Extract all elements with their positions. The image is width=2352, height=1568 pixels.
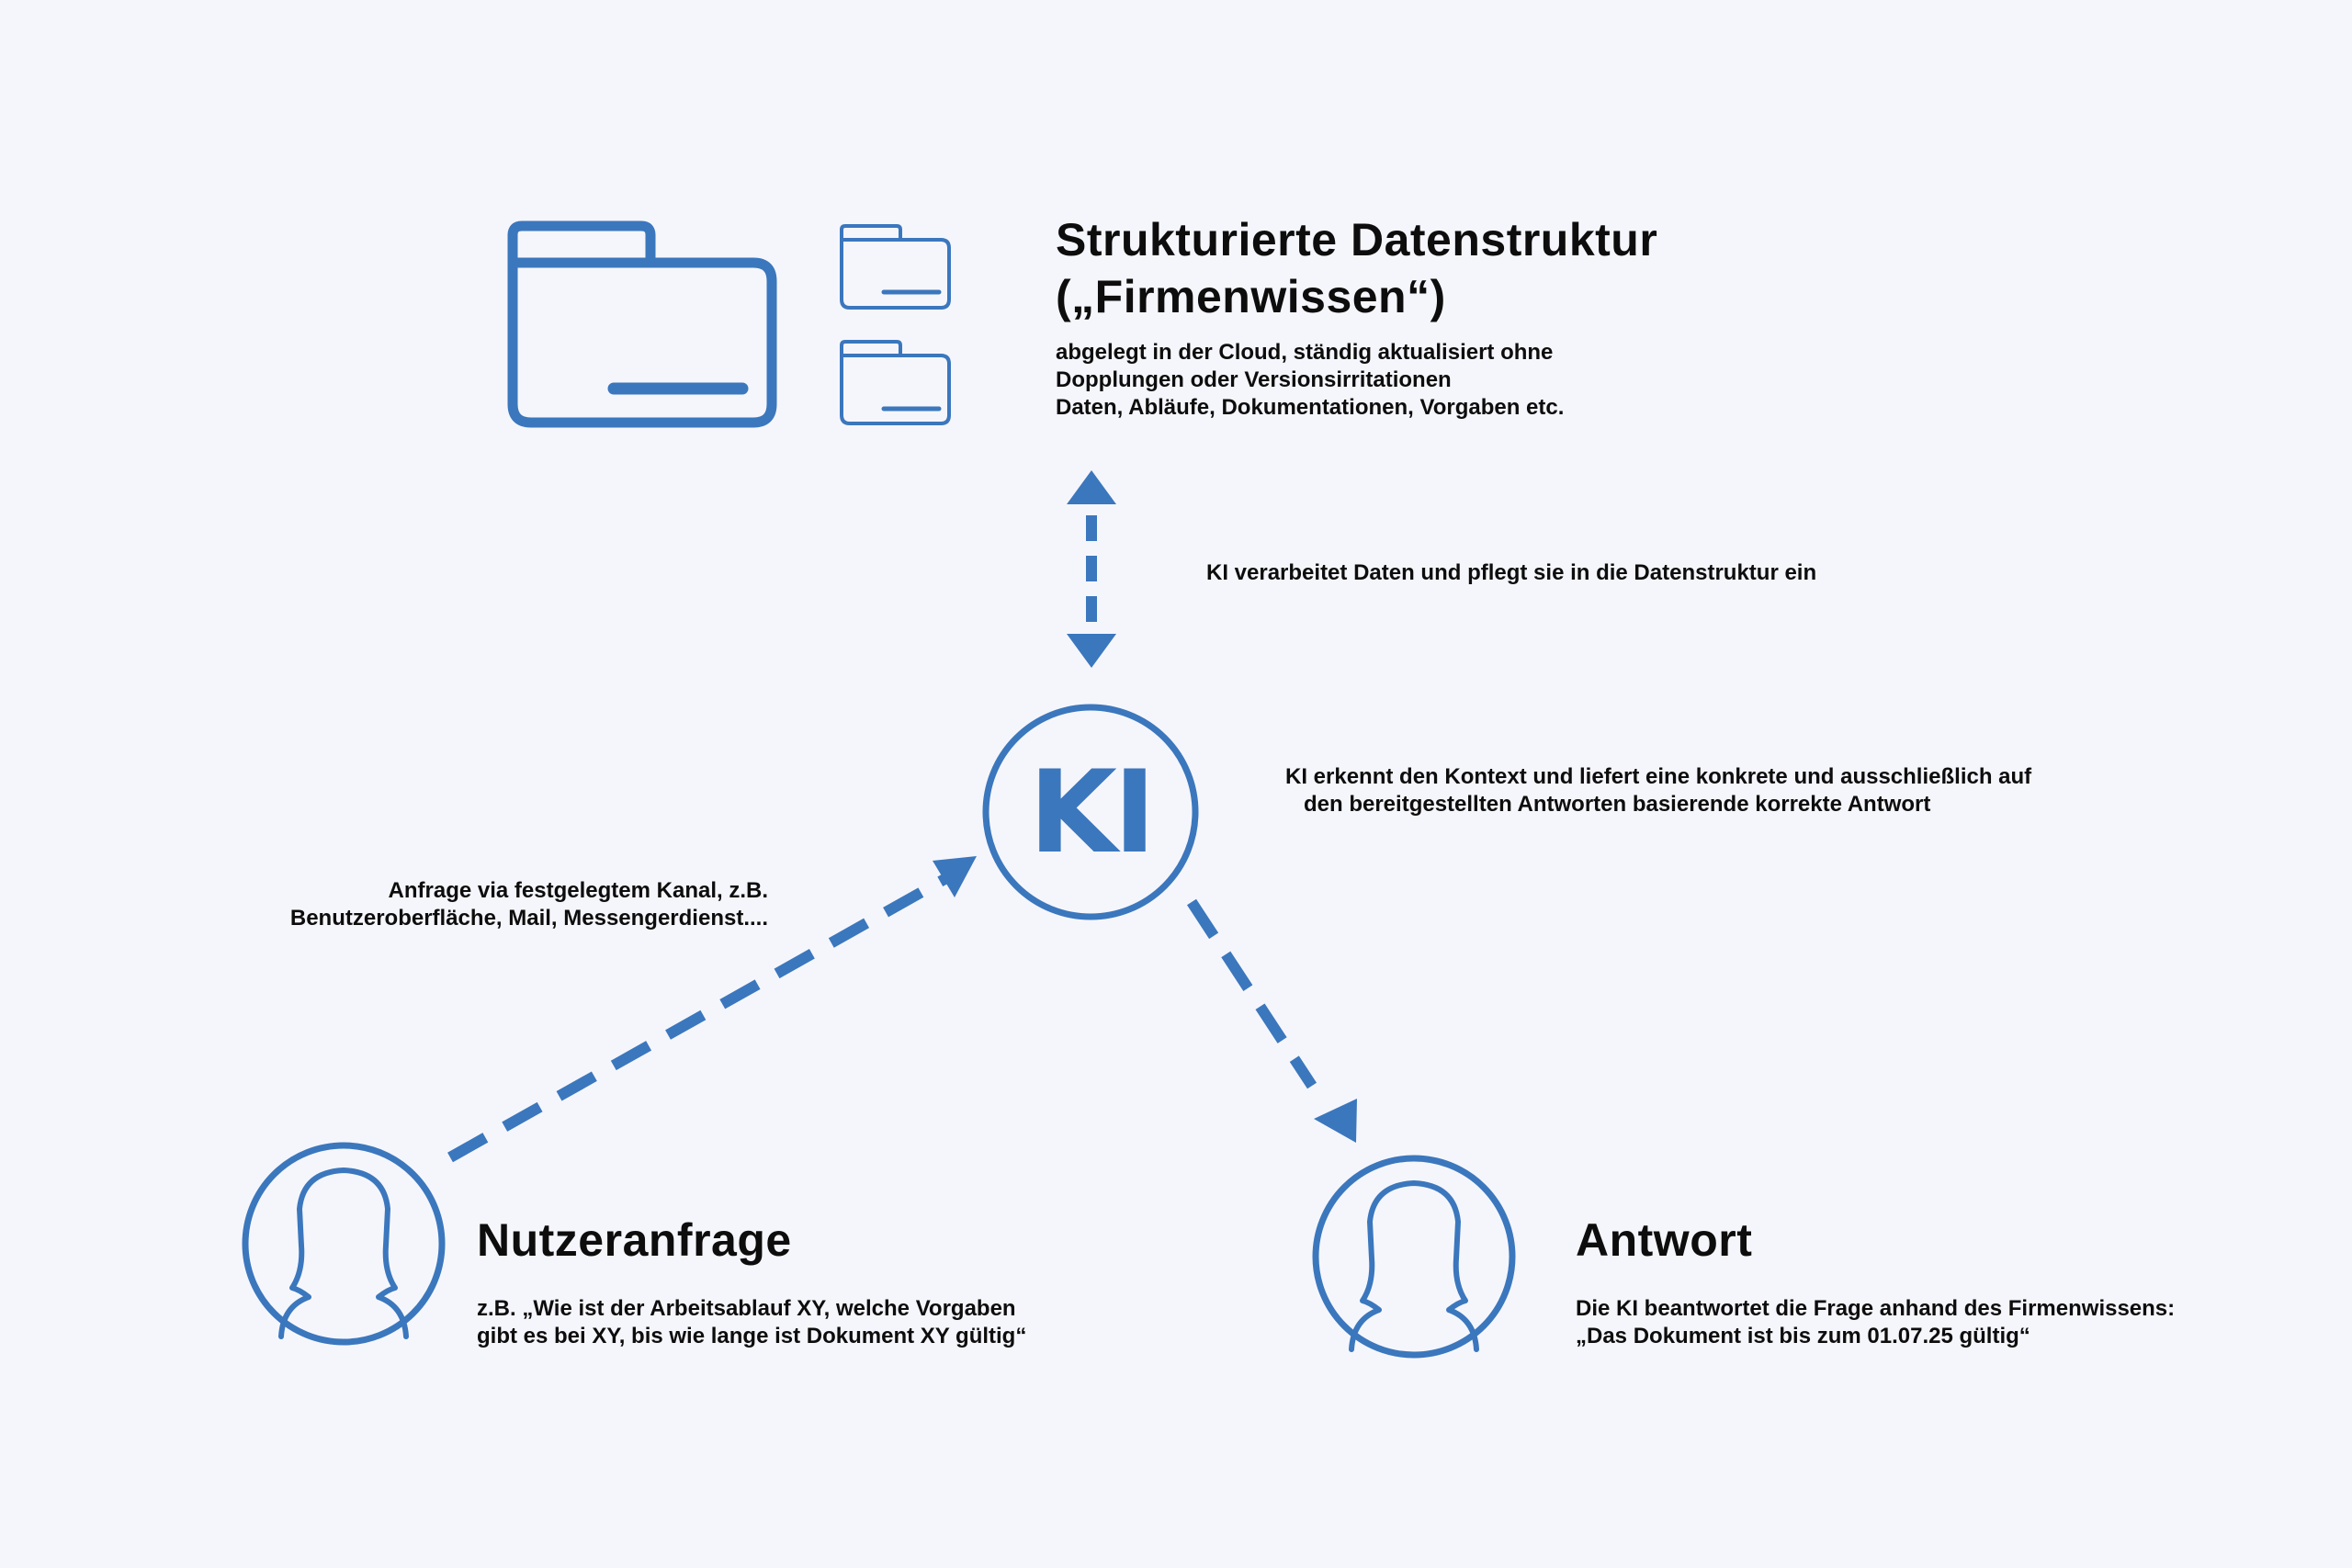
ki-data-connection-label: KI verarbeitet Daten und pflegt sie in d… xyxy=(1206,559,1816,587)
small-folder-icon-2 xyxy=(840,340,951,425)
ki-answer-arrow xyxy=(1186,898,1357,1143)
answer-description: Die KI beantwortet die Frage anhand des … xyxy=(1576,1295,2175,1350)
data-store-title-line-1: Strukturierte Datenstruktur xyxy=(1056,214,1658,265)
request-description-line-1: z.B. „Wie ist der Arbeitsablauf XY, welc… xyxy=(477,1296,1016,1321)
request-description: z.B. „Wie ist der Arbeitsablauf XY, welc… xyxy=(477,1295,1026,1350)
arrowhead-answer xyxy=(1314,1099,1357,1143)
ki-answer-connection-label-line-2: den bereitgestellten Antworten basierend… xyxy=(1304,792,1931,817)
request-ki-connection-label: Anfrage via festgelegtem Kanal, z.B. Ben… xyxy=(220,877,768,932)
ki-answer-connection-label-line-1: KI erkennt den Kontext und liefert eine … xyxy=(1285,764,2032,789)
answer-silhouette-icon xyxy=(1312,1155,1516,1359)
data-store-description-line-2: Dopplungen oder Versionsirritationen xyxy=(1056,367,1452,392)
small-folder-icon-1 xyxy=(840,224,951,310)
arrowhead-down xyxy=(1067,634,1116,668)
answer-title: Antwort xyxy=(1576,1214,1753,1266)
request-ki-arrow xyxy=(447,856,977,1163)
dashed-line-request xyxy=(447,873,949,1163)
large-folder-icon xyxy=(507,220,777,428)
data-store-title: Strukturierte Datenstruktur („Firmenwiss… xyxy=(1056,211,1657,325)
request-description-line-2: gibt es bei XY, bis wie lange ist Dokume… xyxy=(477,1324,1027,1348)
data-store-description-line-3: Daten, Abläufe, Dokumentationen, Vorgabe… xyxy=(1056,395,1565,420)
answer-description-line-1: Die KI beantwortet die Frage anhand des … xyxy=(1576,1296,2176,1321)
request-title: Nutzeranfrage xyxy=(477,1214,792,1266)
ki-node-circle xyxy=(982,704,1199,920)
user-silhouette-icon xyxy=(242,1142,446,1346)
arrowhead-request xyxy=(933,856,977,897)
data-store-description: abgelegt in der Cloud, ständig aktualisi… xyxy=(1056,339,1564,422)
data-ki-arrow xyxy=(1067,470,1116,668)
request-ki-connection-label-line-1: Anfrage via festgelegtem Kanal, z.B. xyxy=(388,878,768,903)
request-ki-connection-label-line-2: Benutzeroberfläche, Mail, Messengerdiens… xyxy=(289,906,768,931)
answer-description-line-2: „Das Dokument ist bis zum 01.07.25 gülti… xyxy=(1576,1324,2030,1348)
ki-node-label: KI xyxy=(1028,747,1156,879)
dashed-line-answer xyxy=(1186,898,1317,1089)
ki-answer-connection-label: KI erkennt den Kontext und liefert eine … xyxy=(1285,763,2031,818)
data-store-description-line-1: abgelegt in der Cloud, ständig aktualisi… xyxy=(1056,340,1554,365)
ki-data-connection-label-line: KI verarbeitet Daten und pflegt sie in d… xyxy=(1206,560,1817,585)
arrowhead-up xyxy=(1067,470,1116,504)
data-store-title-line-2: („Firmenwissen“) xyxy=(1056,271,1446,322)
